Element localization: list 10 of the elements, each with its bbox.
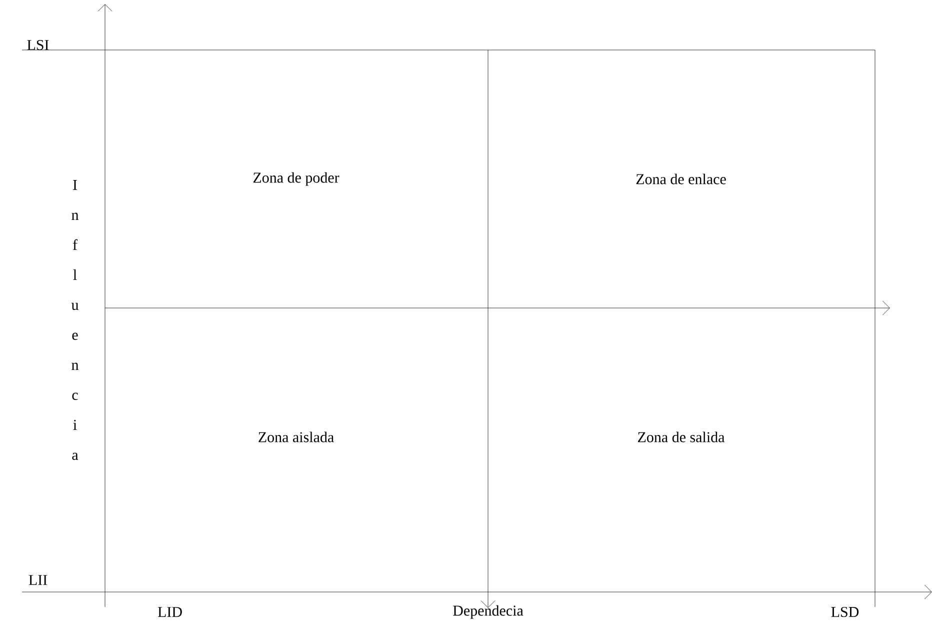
axis-title: Dependecia (453, 605, 524, 619)
axis-limit-label: LSD (831, 606, 859, 618)
axis-limit-label: LII (28, 575, 48, 585)
axis-limit-label: LSI (27, 40, 49, 50)
quadrant-label: Zona de salida (638, 432, 725, 442)
quadrant-label: Zona de enlace (636, 174, 726, 184)
quadrant-label: Zona aislada (258, 432, 334, 442)
quadrant-label: Zona de poder (253, 172, 340, 186)
axis-title: Influencia (71, 180, 79, 460)
axis-limit-label: LID (158, 607, 182, 617)
